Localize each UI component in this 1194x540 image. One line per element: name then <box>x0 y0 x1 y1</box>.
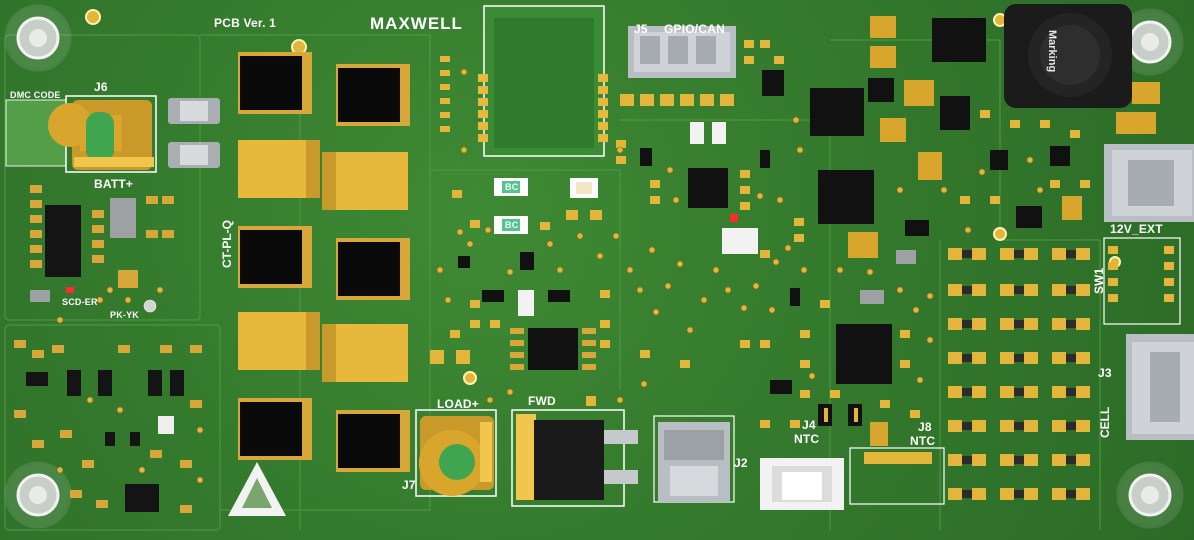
load-label: LOAD+ <box>437 397 480 411</box>
j3-cell-connector <box>1126 334 1194 440</box>
esd-warning-symbol <box>228 462 286 516</box>
status-leds <box>494 178 862 426</box>
scd-er-label: SCD-ER <box>62 297 98 307</box>
j8-label: J8 <box>918 420 932 434</box>
j6-battery-terminal <box>48 95 157 173</box>
mosfet-array <box>238 52 410 472</box>
j6-label: J6 <box>94 80 108 94</box>
power-inductor <box>1004 4 1132 108</box>
soic-center <box>528 328 578 370</box>
j5-gpio-can-connector <box>628 26 736 78</box>
sw1-switch <box>1103 237 1181 325</box>
j4-label: J4 <box>802 418 816 432</box>
shunt-resistors <box>168 98 220 168</box>
dpak-regulator <box>818 170 874 224</box>
j8-ntc-connector <box>849 447 945 505</box>
left-ic <box>45 205 81 277</box>
j7-label: J7 <box>402 478 416 492</box>
j2-connector <box>653 415 735 503</box>
12v-ext-label: 12V_EXT <box>1110 222 1163 236</box>
j4-ntc-connector <box>760 458 844 510</box>
brand-logo: MAXWELL <box>370 14 463 33</box>
inductor-marking: Marking <box>1046 30 1058 73</box>
fwd-diode <box>511 396 638 507</box>
j3-label: J3 <box>1098 366 1112 380</box>
cell-label: CELL <box>1098 406 1112 438</box>
mounting-hole-top-left <box>4 4 72 72</box>
j2-label: J2 <box>734 456 748 470</box>
j7-load-terminal <box>415 409 497 497</box>
j4-ntc-label: NTC <box>794 432 820 446</box>
led-1-label: BC <box>505 182 519 192</box>
12v-ext-connector <box>1104 144 1194 222</box>
fwd-label: FWD <box>528 394 556 408</box>
qfn-top <box>688 168 728 208</box>
ct-pl-q-label: CT-PL-Q <box>220 220 234 268</box>
pk-yk-label: PK-YK <box>110 310 140 320</box>
qfp-mcu <box>836 324 892 384</box>
pcb-version-label: PCB Ver. 1 <box>214 16 277 30</box>
mounting-hole-bottom-right <box>1116 461 1184 529</box>
dmc-code-label: DMC CODE <box>10 90 61 100</box>
j8-ntc-label: NTC <box>910 434 936 448</box>
mcu-module <box>478 5 608 157</box>
led-2-label: BC <box>505 220 519 230</box>
j5-label: J5 <box>634 22 648 36</box>
batt-label: BATT+ <box>94 177 134 191</box>
gpio-can-label: GPIO/CAN <box>664 22 725 36</box>
sw1-label: SW1 <box>1092 267 1106 294</box>
